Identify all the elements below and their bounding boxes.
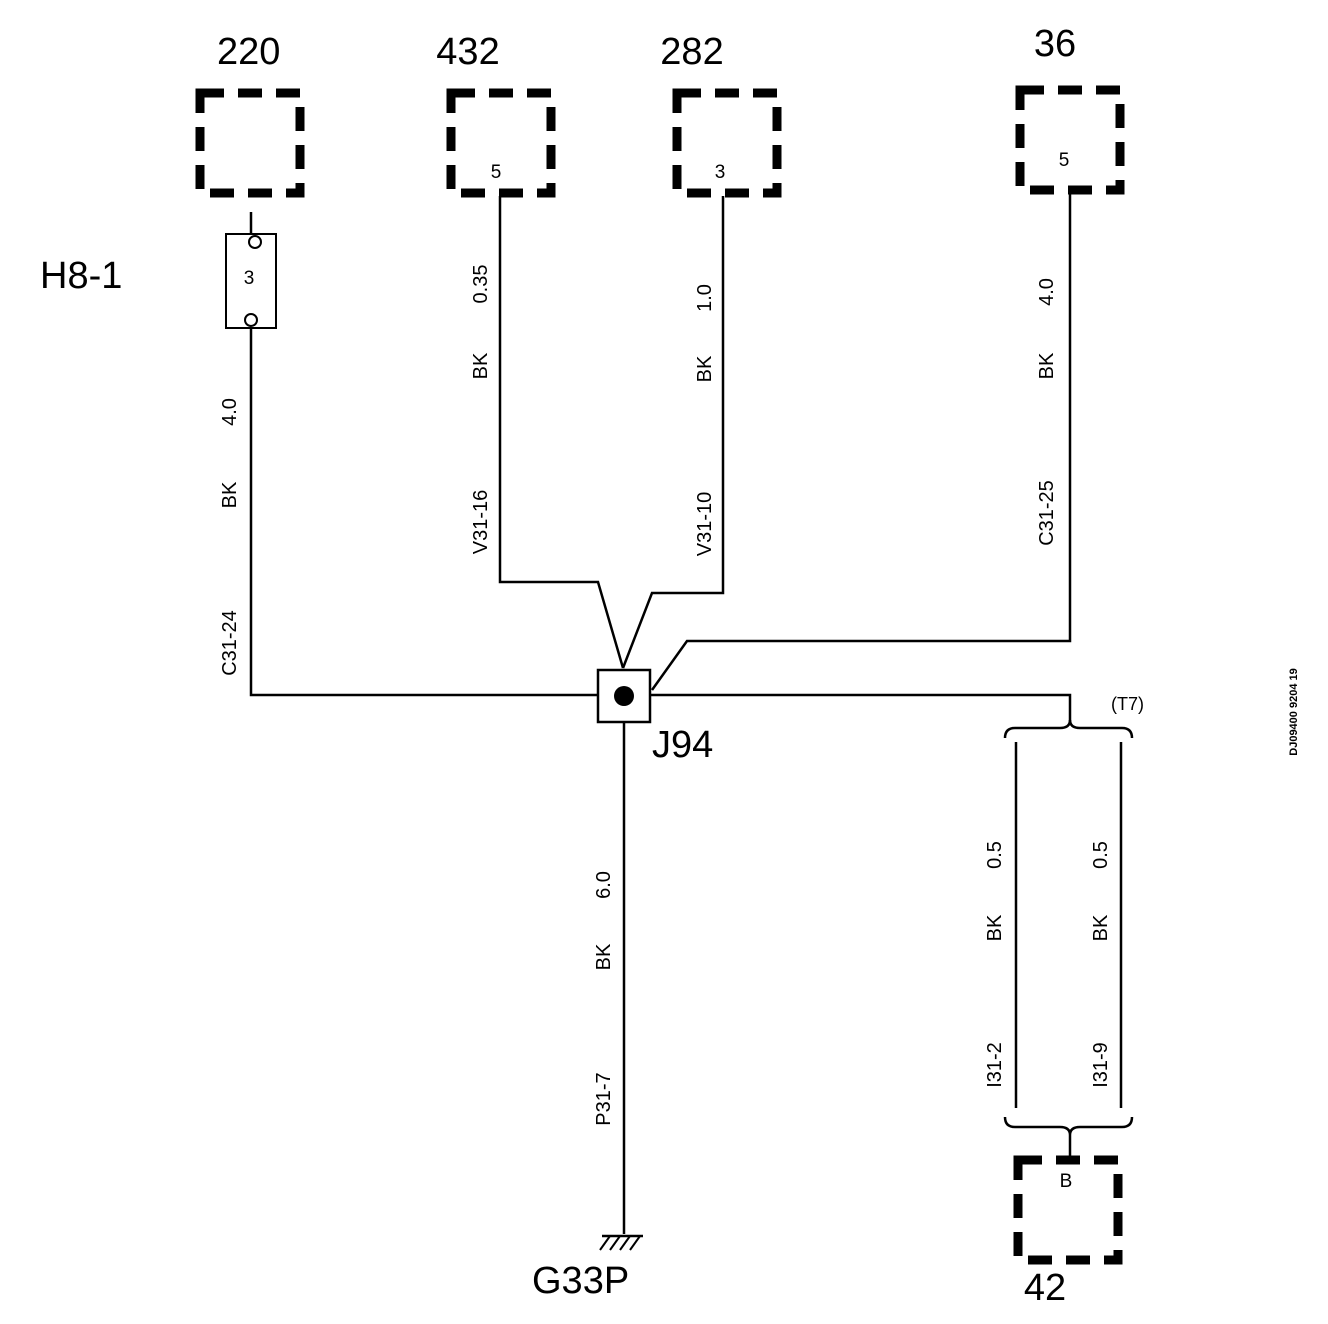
component-282[interactable]: 282 3 — [660, 31, 782, 198]
wire-i31-9-id: I31-9 — [1090, 1042, 1112, 1088]
wire-432 — [498, 196, 625, 669]
fuse-number: 3 — [244, 268, 255, 289]
component-42-pin: B — [1060, 1171, 1073, 1192]
wire-282-color: BK — [694, 355, 716, 382]
wire-36-color: BK — [1036, 352, 1058, 379]
fuse[interactable]: 3 — [225, 212, 277, 329]
wire-220 — [249, 327, 598, 697]
component-220[interactable]: 220 — [195, 31, 305, 198]
wire-i31-9-size: 0.5 — [1090, 841, 1112, 869]
ground-symbol — [599, 1234, 643, 1251]
wire-i31-2-size: 0.5 — [984, 841, 1006, 869]
wire-282-id: V31-10 — [694, 492, 716, 557]
component-42-label: 42 — [1024, 1267, 1066, 1309]
component-36-label: 36 — [1034, 23, 1076, 65]
wire-i31-9-color: BK — [1090, 914, 1112, 941]
wire-36-id: C31-25 — [1036, 480, 1058, 546]
component-42[interactable]: 42 B — [1013, 1155, 1123, 1309]
wire-220-id: C31-24 — [219, 610, 241, 676]
wire-ground-id: P31-7 — [593, 1072, 615, 1125]
wire-36-size: 4.0 — [1036, 278, 1058, 306]
component-36-pin: 5 — [1059, 150, 1070, 171]
component-36[interactable]: 36 5 — [1015, 23, 1125, 195]
wire-432-color: BK — [470, 352, 492, 379]
wire-i31-2-id: I31-2 — [984, 1042, 1006, 1088]
component-432-pin: 5 — [491, 162, 502, 183]
component-432[interactable]: 432 5 — [436, 31, 556, 198]
wire-36 — [650, 192, 1072, 691]
wire-ground-size: 6.0 — [593, 871, 615, 899]
wire-ground-color: BK — [593, 943, 615, 970]
document-id: DJ09400 9204 19 — [1288, 668, 1300, 755]
fuse-label: H8-1 — [40, 255, 122, 297]
wire-432-size: 0.35 — [470, 265, 492, 304]
wire-220-size: 4.0 — [219, 398, 241, 426]
wire-282-size: 1.0 — [694, 284, 716, 312]
splice-j94[interactable] — [596, 668, 652, 724]
pair-brace-top — [1003, 719, 1134, 739]
pair-brace-bottom — [1003, 1116, 1134, 1136]
component-432-label: 432 — [436, 31, 499, 73]
component-282-label: 282 — [660, 31, 723, 73]
wire-282 — [621, 196, 725, 669]
wire-i31-2-color: BK — [984, 914, 1006, 941]
component-282-pin: 3 — [715, 162, 726, 183]
twisted-pair-label: (T7) — [1111, 694, 1144, 714]
wire-432-id: V31-16 — [470, 490, 492, 555]
ground-label: G33P — [532, 1260, 629, 1302]
splice-label: J94 — [652, 724, 713, 766]
wire-220-color: BK — [219, 481, 241, 508]
wire-splice-to-pair — [650, 693, 1072, 722]
component-220-label: 220 — [217, 31, 280, 73]
